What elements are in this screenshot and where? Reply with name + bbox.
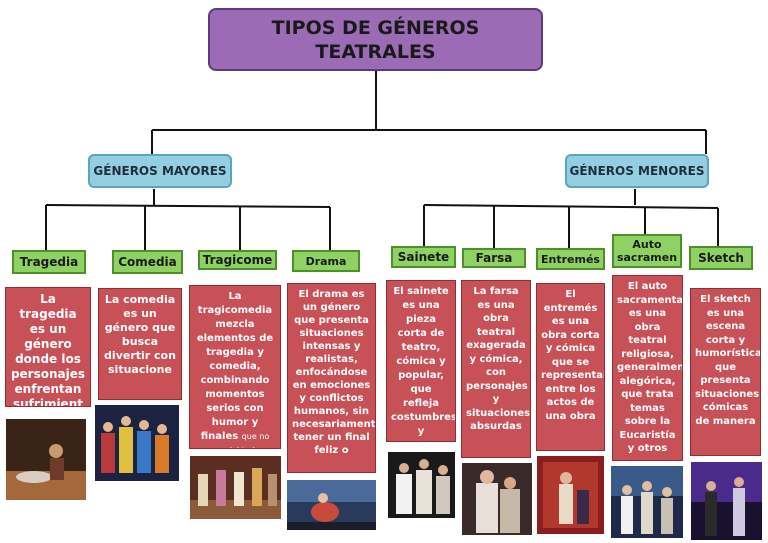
photo-comedia bbox=[95, 405, 179, 481]
desc-sketch: El sketch es una escena corta y humoríst… bbox=[690, 288, 761, 456]
desc-sainete: El sainete es una pieza corta de teatro,… bbox=[386, 280, 456, 442]
group-generos-mayores: GÉNEROS MAYORES bbox=[88, 154, 232, 188]
photo-tragicomedia bbox=[190, 456, 281, 519]
photo-drama bbox=[287, 480, 376, 530]
group-generos-menores: GÉNEROS MENORES bbox=[565, 154, 709, 188]
photo-tragedia bbox=[6, 419, 86, 500]
genre-farsa: Farsa bbox=[462, 248, 526, 268]
desc-entremes: El entremés es una obra corta y cómica q… bbox=[536, 283, 605, 451]
photo-auto-sacramental bbox=[611, 466, 683, 538]
genre-entremes: Entremés bbox=[536, 248, 605, 270]
desc-auto-sacramental: El auto sacramental es una obra teatral … bbox=[612, 275, 683, 461]
desc-tragicomedia: La tragicomedia mezcla elementos de trag… bbox=[189, 285, 281, 449]
desc-tragicomedia-text: La tragicomedia mezcla elementos de trag… bbox=[196, 291, 274, 442]
desc-tragicomedia-small: que no son del todo bbox=[210, 432, 270, 448]
photo-farsa bbox=[462, 463, 532, 535]
desc-farsa: La farsa es una obra teatral exagerada y… bbox=[461, 280, 531, 458]
desc-drama: El drama es un género que presenta situa… bbox=[287, 283, 376, 473]
genre-tragedia: Tragedia bbox=[12, 250, 86, 274]
photo-sketch bbox=[691, 462, 762, 540]
desc-tragedia: La tragedia es un género donde los perso… bbox=[5, 287, 91, 407]
photo-sainete bbox=[388, 452, 455, 518]
genre-sketch: Sketch bbox=[689, 246, 753, 270]
genre-tragicomedia: Tragicome bbox=[198, 250, 277, 270]
genre-comedia: Comedia bbox=[112, 250, 183, 274]
genre-drama: Drama bbox=[292, 250, 360, 272]
diagram-title: TIPOS DE GÉNEROS TEATRALES bbox=[271, 16, 480, 63]
photo-entremes bbox=[537, 456, 604, 534]
diagram-title-box: TIPOS DE GÉNEROS TEATRALES bbox=[208, 8, 543, 71]
genre-sainete: Sainete bbox=[391, 246, 456, 268]
desc-comedia: La comedia es un género que busca divert… bbox=[98, 288, 182, 400]
genre-auto-sacramental: Auto sacramen bbox=[612, 234, 682, 268]
